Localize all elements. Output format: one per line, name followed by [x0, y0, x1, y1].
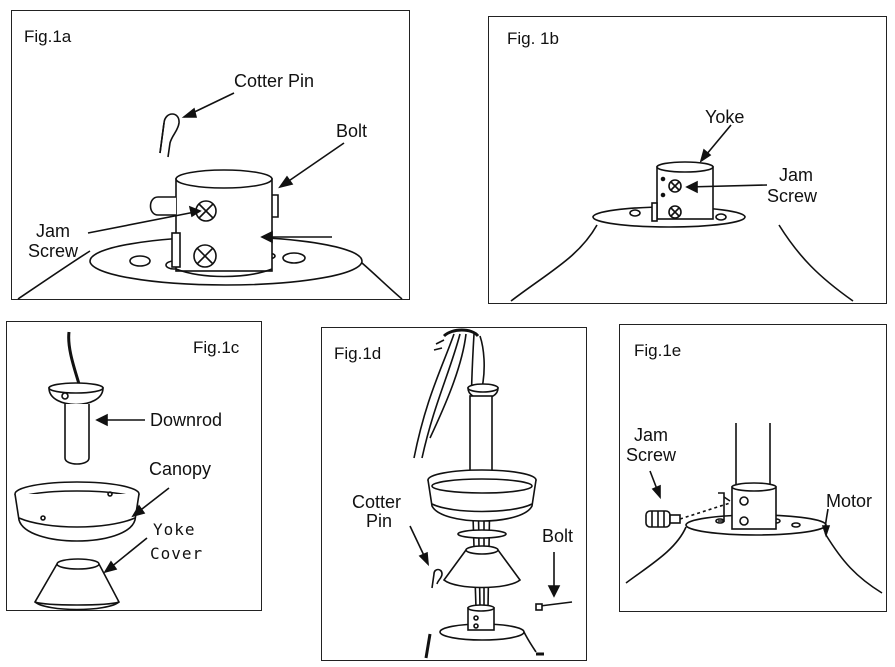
- yoke-cover-label-line2: Cover: [150, 544, 204, 563]
- figure-1b-drawing: [510, 124, 854, 302]
- jam-screw-label-line1: Jam: [634, 425, 669, 445]
- figure-1c-title: Fig.1c: [193, 338, 240, 357]
- bolt-label: Bolt: [542, 526, 574, 546]
- cotter-pin-label: Cotter Pin: [234, 71, 315, 91]
- bolt-label: Bolt: [336, 121, 368, 141]
- figure-1a-drawing: [17, 92, 403, 300]
- figure-1b-title: Fig. 1b: [507, 29, 559, 48]
- figure-1d-title: Fig.1d: [334, 344, 382, 363]
- jam-screw-label-line1: Jam: [779, 165, 814, 185]
- jam-screw-label-line2: Screw: [767, 186, 818, 206]
- figure-1a-panel: Fig.1a: [11, 10, 410, 300]
- cotter-pin-label-line2: Pin: [366, 511, 393, 531]
- figure-1e-title: Fig.1e: [634, 341, 682, 360]
- motor-label: Motor: [826, 491, 873, 511]
- canopy-label: Canopy: [149, 459, 212, 479]
- downrod-label: Downrod: [150, 410, 223, 430]
- figure-1d-drawing: [409, 328, 573, 659]
- figure-1a-title: Fig.1a: [24, 27, 72, 46]
- yoke-label: Yoke: [705, 107, 745, 127]
- yoke-cover-label-line1: Yoke: [153, 520, 196, 539]
- jam-screw-label-line1: Jam: [36, 221, 71, 241]
- figure-1c-drawing: [14, 331, 170, 611]
- figure-1c-panel: Fig.1c Downrod Canopy Yoke Cover: [6, 321, 262, 611]
- figure-1e-drawing: [625, 423, 883, 594]
- figure-1b-panel: Fig. 1b Yoke Jam Screw: [488, 16, 887, 304]
- figure-1d-panel: Fig.1d: [321, 327, 587, 661]
- jam-screw-label-line2: Screw: [28, 241, 79, 261]
- cotter-pin-label-line1: Cotter: [352, 492, 402, 512]
- jam-screw-label-line2: Screw: [626, 445, 677, 465]
- figure-1e-panel: Fig.1e Jam Screw Motor: [619, 324, 887, 612]
